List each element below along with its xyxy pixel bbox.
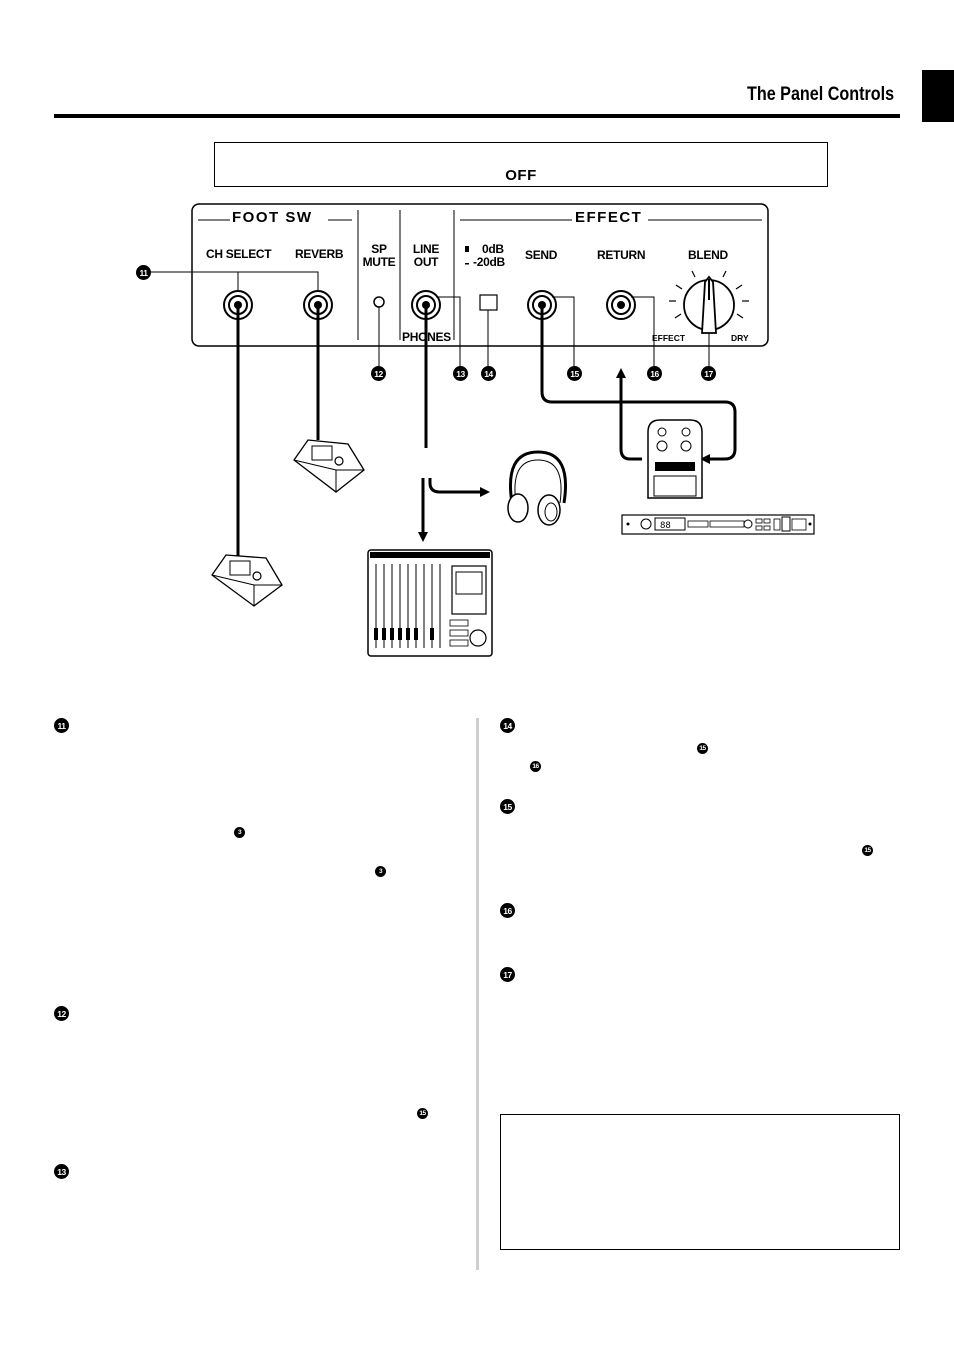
callout-11: 11 bbox=[136, 265, 151, 280]
section-marker-15: 15 bbox=[500, 799, 515, 814]
zero-db-label: 0dB bbox=[482, 242, 504, 256]
rack-effect-unit: 88 bbox=[621, 514, 815, 535]
to-headphones-cable bbox=[428, 478, 490, 497]
callout-15: 15 bbox=[567, 366, 582, 381]
line-label: LINE bbox=[412, 242, 440, 256]
callout-15-leader bbox=[552, 296, 575, 367]
column-divider bbox=[476, 718, 479, 1270]
reverb-label: REVERB bbox=[295, 247, 344, 261]
blend-label: BLEND bbox=[688, 248, 728, 262]
section-marker-14: 14 bbox=[500, 718, 515, 733]
inline-ref-3b: 3 bbox=[375, 866, 386, 877]
callout-12: 12 bbox=[371, 366, 386, 381]
inline-ref-15c: 15 bbox=[862, 845, 873, 856]
section-tab bbox=[922, 70, 954, 122]
svg-text:88: 88 bbox=[660, 521, 671, 531]
mute-label: MUTE bbox=[362, 255, 396, 269]
callout-13: 13 bbox=[453, 366, 468, 381]
note-box bbox=[500, 1114, 900, 1250]
inline-ref-15a: 15 bbox=[417, 1108, 428, 1119]
blend-knob bbox=[669, 270, 749, 334]
foot-sw-label: FOOT SW bbox=[232, 209, 313, 226]
minus20-db-label: -20dB bbox=[473, 255, 505, 269]
effect-pedal bbox=[647, 419, 703, 499]
callout-16: 16 bbox=[647, 366, 662, 381]
inline-ref-15b: 15 bbox=[697, 743, 708, 754]
minus20-db-indicator bbox=[465, 263, 469, 265]
reverb-footswitch bbox=[293, 439, 365, 493]
out-label: OUT bbox=[413, 255, 439, 269]
ch-select-label: CH SELECT bbox=[206, 247, 272, 261]
section-marker-13: 13 bbox=[54, 1164, 69, 1179]
header-rule bbox=[54, 114, 900, 118]
send-cable bbox=[540, 305, 737, 464]
section-marker-17: 17 bbox=[500, 967, 515, 982]
status-box: OFF bbox=[214, 142, 828, 187]
knob-effect-label: EFFECT bbox=[652, 333, 686, 343]
callout-13-leader bbox=[436, 296, 461, 367]
inline-ref-16a: 16 bbox=[530, 761, 541, 772]
page-title: The Panel Controls bbox=[746, 84, 894, 105]
ch-select-footswitch bbox=[211, 554, 283, 607]
mixer-recorder bbox=[367, 549, 493, 657]
callout-16-leader bbox=[631, 296, 655, 367]
callout-11-leader bbox=[150, 271, 319, 291]
return-cable bbox=[616, 368, 642, 461]
sp-label: SP bbox=[371, 242, 387, 256]
return-label: RETURN bbox=[597, 248, 646, 262]
phones-label: PHONES bbox=[402, 330, 451, 344]
headphones bbox=[507, 450, 567, 526]
knob-dry-label: DRY bbox=[731, 333, 749, 343]
level-switch bbox=[479, 294, 498, 311]
section-marker-16: 16 bbox=[500, 903, 515, 918]
send-label: SEND bbox=[525, 248, 558, 262]
return-jack bbox=[606, 290, 636, 320]
sp-mute-switch bbox=[373, 296, 385, 308]
section-marker-12: 12 bbox=[54, 1006, 69, 1021]
callout-14: 14 bbox=[481, 366, 496, 381]
zero-db-indicator bbox=[465, 246, 469, 252]
connection-diagram: 88 bbox=[150, 203, 815, 657]
inline-ref-3a: 3 bbox=[234, 827, 245, 838]
callout-17: 17 bbox=[701, 366, 716, 381]
section-marker-11: 11 bbox=[54, 718, 69, 733]
status-text: OFF bbox=[505, 167, 537, 184]
effect-label: EFFECT bbox=[575, 209, 643, 226]
